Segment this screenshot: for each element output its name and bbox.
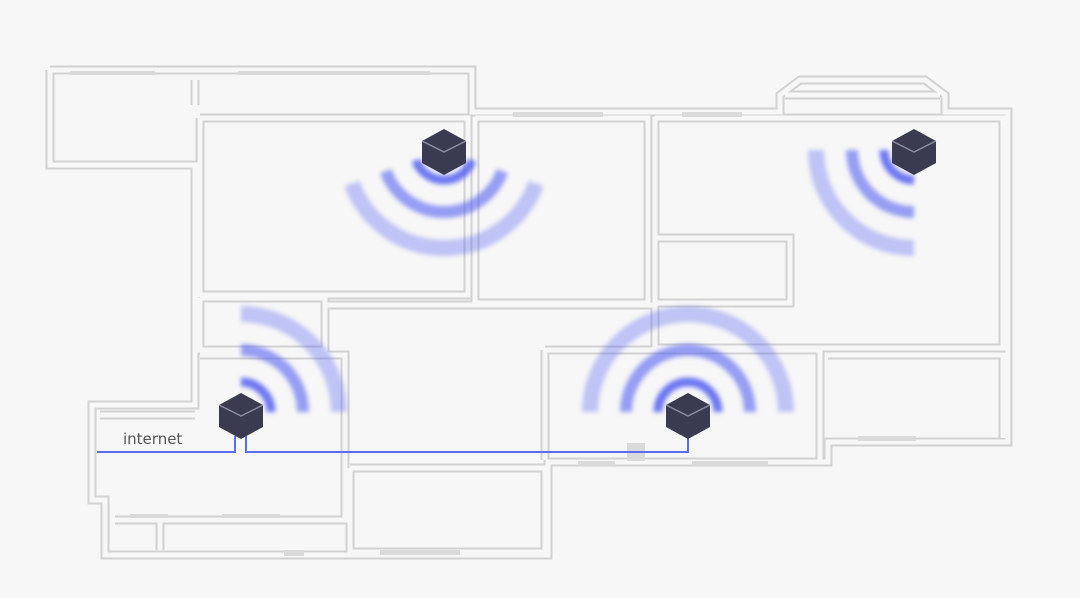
walls	[45, 65, 1013, 560]
wifi-signal-arc	[240, 344, 309, 413]
wall-inner	[655, 235, 793, 306]
window	[513, 112, 603, 117]
ethernet-cable	[97, 436, 689, 453]
node-top-center-cube-icon	[421, 129, 467, 175]
wifi-signal-arc	[653, 377, 723, 413]
internet-label: internet	[123, 430, 183, 448]
wifi-signal-arc	[411, 158, 477, 185]
window	[130, 514, 168, 518]
wall-inner	[200, 352, 348, 523]
wifi-signal-arc	[582, 306, 794, 413]
wifi-signal-arc	[808, 149, 915, 256]
wall	[828, 350, 1008, 438]
wall	[200, 350, 350, 525]
window	[70, 71, 155, 75]
wifi-signal-arc	[240, 377, 276, 413]
wifi-signal-arc	[344, 180, 544, 256]
windows	[70, 71, 916, 556]
wall	[655, 233, 795, 308]
mesh-nodes	[218, 129, 937, 439]
window	[858, 436, 916, 441]
wifi-signal-arc	[879, 149, 915, 185]
wall-inner	[197, 295, 328, 353]
node-main-router-cube-icon	[218, 393, 264, 439]
window	[682, 112, 742, 117]
node-top-right-cube-icon	[891, 129, 937, 175]
window	[222, 514, 280, 518]
wifi-coverage	[240, 149, 915, 413]
backhaul-cable	[245, 436, 689, 453]
wall-inner	[545, 347, 823, 462]
window	[692, 461, 768, 466]
wifi-signal-arc	[620, 344, 756, 413]
wall-inner	[197, 115, 471, 298]
wifi-signal-arc	[380, 169, 508, 218]
wifi-signal-arc	[846, 149, 915, 218]
wall	[470, 113, 653, 308]
wall-inner	[828, 352, 1006, 438]
wall-inner	[652, 115, 1006, 351]
wall-inner	[472, 115, 651, 306]
wall-inner	[347, 465, 548, 555]
wall	[345, 463, 550, 557]
window	[380, 550, 460, 555]
internet-cable	[97, 436, 236, 453]
window	[238, 71, 430, 75]
window	[284, 550, 304, 556]
window	[578, 461, 615, 466]
wifi-signal-arc	[240, 306, 347, 413]
wall-inner	[47, 67, 1011, 558]
node-bottom-center-cube-icon	[665, 393, 711, 439]
